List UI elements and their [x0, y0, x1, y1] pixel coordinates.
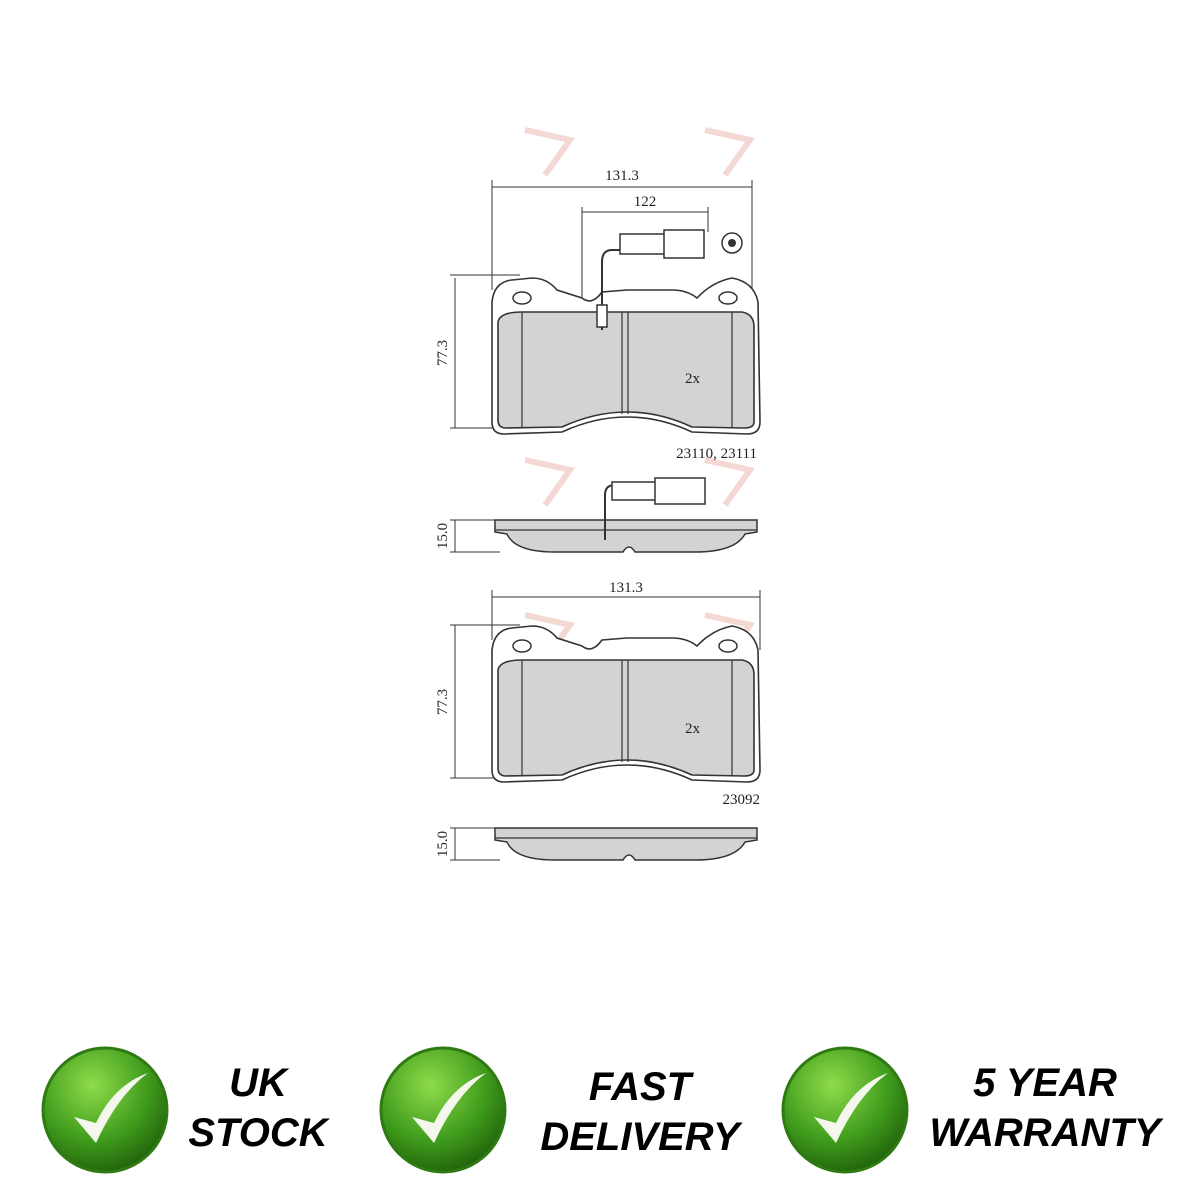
top-pad-front-view: 131.3 122 77.3 2x 23110, 23111 [435, 168, 761, 462]
svg-text:15.0: 15.0 [435, 523, 451, 549]
top-pad-side-view: 15.0 [435, 477, 758, 553]
bottom-pad-front-view: 131.3 77.3 2x 23092 [435, 580, 761, 808]
watermark [524, 127, 756, 662]
badge-line2: WARRANTY [929, 1111, 1161, 1155]
svg-text:131.3: 131.3 [609, 580, 643, 596]
brake-pad-drawing: 131.3 122 77.3 2x 23110, 23111 15.0 131.… [435, 127, 761, 861]
width-dimension: 131.3 [605, 168, 639, 184]
sensor-dimension: 122 [634, 194, 657, 210]
svg-text:23092: 23092 [723, 792, 761, 808]
badge-line2: DELIVERY [540, 1115, 740, 1159]
svg-text:2x: 2x [685, 721, 701, 737]
quantity-label: 2x [685, 371, 701, 387]
green-check-icon [379, 1046, 507, 1174]
green-check-icon [781, 1046, 909, 1174]
badge-line1: FAST [588, 1065, 692, 1109]
height-dimension: 77.3 [435, 340, 451, 366]
badge-line1: 5 YEAR [973, 1061, 1117, 1105]
badge-line1: UK [229, 1061, 287, 1105]
svg-text:77.3: 77.3 [435, 689, 451, 715]
bottom-pad-side-view: 15.0 [435, 827, 758, 861]
part-numbers: 23110, 23111 [676, 446, 757, 462]
badge-line2: STOCK [188, 1111, 328, 1155]
svg-text:15.0: 15.0 [435, 831, 451, 857]
